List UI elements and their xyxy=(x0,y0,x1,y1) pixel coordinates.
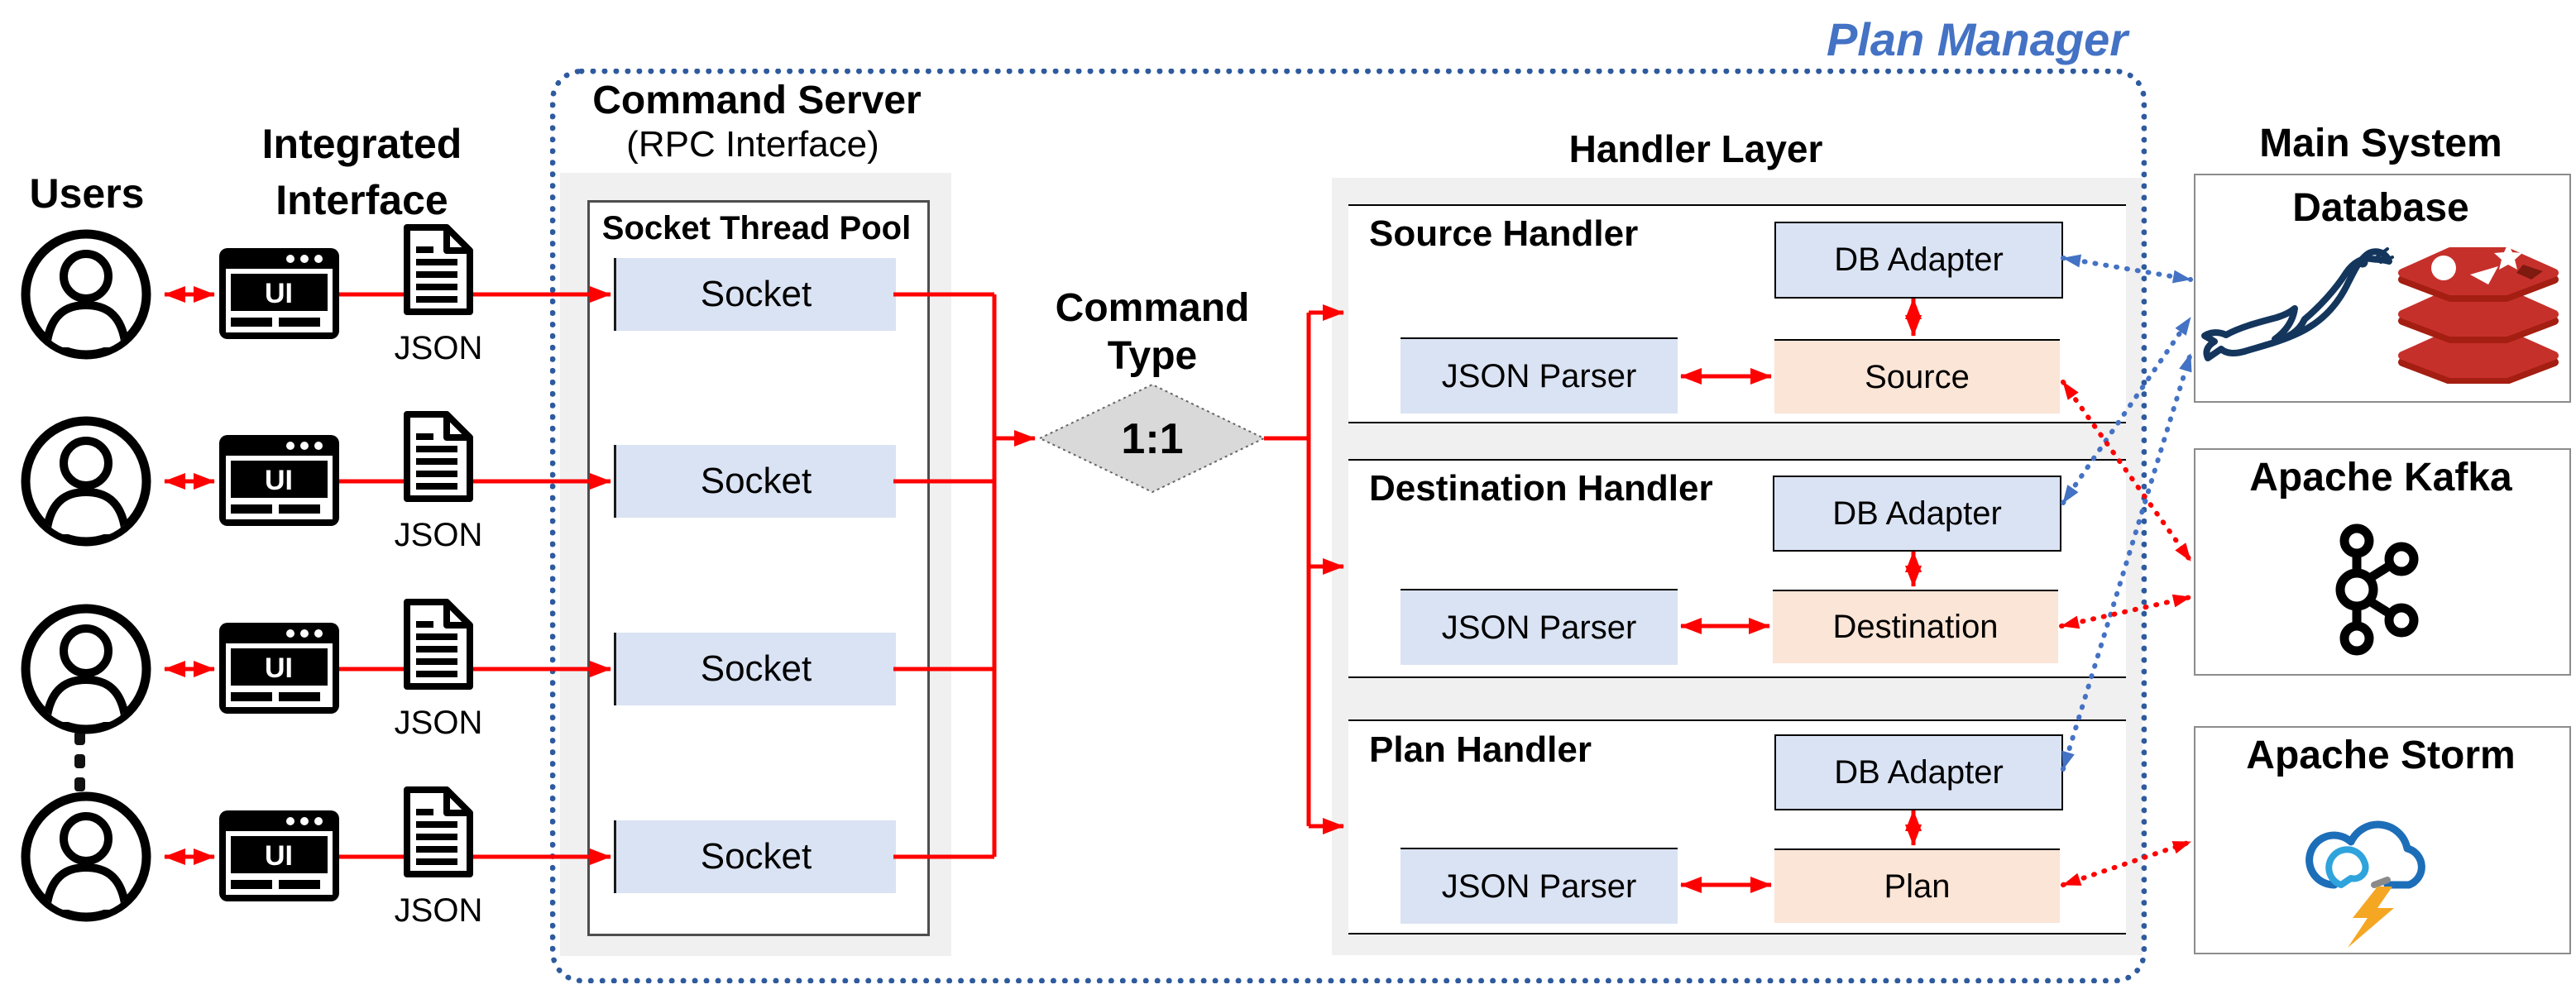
entity-label: Destination xyxy=(1832,609,1999,645)
entity-label: Source xyxy=(1865,358,1970,395)
socket-label: Socket xyxy=(700,836,812,877)
db-adapter-label: DB Adapter xyxy=(1834,241,2004,278)
mariadb-logo xyxy=(2201,247,2394,361)
kafka-box xyxy=(2194,448,2571,676)
socket-label: Socket xyxy=(700,461,812,501)
user-ui-arrows xyxy=(164,286,215,865)
user-icon-4 xyxy=(18,789,154,925)
json-caption-2: JSON xyxy=(394,517,483,553)
users-label: Users xyxy=(29,170,145,217)
user-icon-2 xyxy=(18,413,154,549)
plan-manager-title: Plan Manager xyxy=(1826,13,2128,65)
socket-box-4: Socket xyxy=(614,820,896,893)
command-server-subtitle: (RPC Interface) xyxy=(626,124,879,165)
user-icon-3 xyxy=(18,601,154,737)
user-icon-1 xyxy=(18,227,154,362)
interface-line: Interface xyxy=(275,177,448,223)
json-parser-box-source: JSON Parser xyxy=(1401,337,1678,413)
socket-thread-pool-label: Socket Thread Pool xyxy=(601,210,912,246)
handler-title-source: Source Handler xyxy=(1369,213,1639,254)
kafka-logo xyxy=(2335,523,2419,656)
integrated-interface-label: Integrated Interface xyxy=(244,116,480,228)
handler-layer-title: Handler Layer xyxy=(1568,127,1823,170)
socket-label: Socket xyxy=(700,648,812,689)
command-server-title: Command Server xyxy=(592,79,922,122)
entity-box-source: Source xyxy=(1774,339,2060,413)
socket-box-2: Socket xyxy=(614,445,896,518)
json-parser-label: JSON Parser xyxy=(1441,357,1637,394)
json-parser-label: JSON Parser xyxy=(1441,609,1637,646)
json-caption-3: JSON xyxy=(394,705,483,741)
handler-title-destination: Destination Handler xyxy=(1369,468,1713,509)
db-adapter-box-destination: DB Adapter xyxy=(1773,476,2061,552)
kafka-title: Apache Kafka xyxy=(2249,456,2512,500)
json-caption-4: JSON xyxy=(394,892,483,929)
command-type-label: Command Type xyxy=(1028,284,1276,380)
db-adapter-label: DB Adapter xyxy=(1834,753,2004,791)
db-adapter-box-plan: DB Adapter xyxy=(1774,734,2063,810)
json-caption-1: JSON xyxy=(394,330,483,366)
socket-box-1: Socket xyxy=(614,258,896,331)
json-parser-label: JSON Parser xyxy=(1441,868,1637,905)
browser-ui-icon-4 xyxy=(219,810,339,901)
db-adapter-label: DB Adapter xyxy=(1832,495,2002,532)
browser-ui-icon-1 xyxy=(219,248,339,339)
main-database-title-line2: Database xyxy=(2292,186,2469,230)
socket-box-3: Socket xyxy=(614,633,896,705)
command-type-line2: Type xyxy=(1107,334,1198,378)
json-parser-box-destination: JSON Parser xyxy=(1401,589,1678,665)
handler-title-plan: Plan Handler xyxy=(1369,729,1592,770)
integrated-line: Integrated xyxy=(261,121,462,167)
json-document-icon-1 xyxy=(402,223,475,316)
entity-box-plan: Plan xyxy=(1774,848,2060,923)
redis-logo xyxy=(2398,243,2559,384)
browser-ui-icon-2 xyxy=(219,435,339,526)
browser-ui-icon-3 xyxy=(219,623,339,714)
storm-logo xyxy=(2305,820,2425,948)
entity-box-destination: Destination xyxy=(1773,590,2058,663)
json-document-icon-4 xyxy=(402,786,475,878)
main-database-title-line1: Main System xyxy=(2259,122,2502,165)
storm-title: Apache Storm xyxy=(2246,734,2516,777)
command-type-line1: Command xyxy=(1055,286,1250,330)
entity-label: Plan xyxy=(1884,868,1951,905)
json-document-icon-2 xyxy=(402,410,475,503)
socket-label: Socket xyxy=(700,274,812,314)
json-document-icon-3 xyxy=(402,598,475,691)
json-parser-box-plan: JSON Parser xyxy=(1401,848,1678,924)
db-adapter-box-source: DB Adapter xyxy=(1774,222,2063,299)
